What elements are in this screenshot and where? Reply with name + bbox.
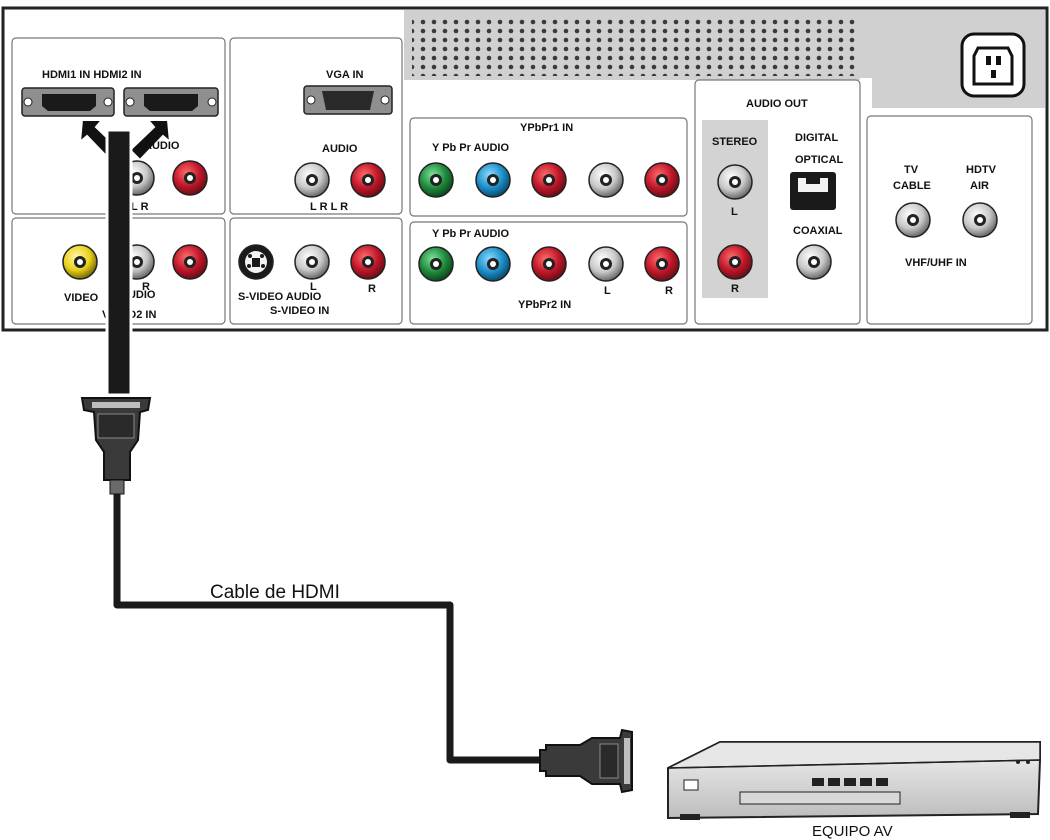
ypbpr2-audio-l-jack-icon xyxy=(588,246,624,282)
svideo-audio-label: S-VIDEO AUDIO xyxy=(238,291,322,303)
audio-r-jack-icon xyxy=(172,160,208,196)
ypbpr2-l-label: L xyxy=(604,285,611,297)
ypbpr2-pr-jack-icon xyxy=(531,246,567,282)
ypbpr1-in-label: YPbPr1 IN xyxy=(520,122,573,134)
svideo-audio-l-jack-icon xyxy=(294,244,330,280)
vga-audio-label: AUDIO xyxy=(322,143,358,155)
audio-top-left-label: AUDIO xyxy=(144,140,180,152)
cable-label: Cable de HDMI xyxy=(210,582,340,603)
svideo-jack-icon xyxy=(238,244,274,280)
optical-label: OPTICAL xyxy=(795,154,844,166)
stereo-r-label: R xyxy=(731,283,739,295)
cable-label: CABLE xyxy=(893,180,931,192)
hdmi-ports-label: HDMI1 IN HDMI2 IN xyxy=(42,69,142,81)
optical-port-icon xyxy=(790,172,836,210)
video2-video-jack-icon xyxy=(62,244,98,280)
ypbpr2-y-jack-icon xyxy=(418,246,454,282)
video2-audio-r-jack-icon xyxy=(172,244,208,280)
hdmi-plug-upper-icon xyxy=(80,397,152,495)
ypbpr1-pb-jack-icon xyxy=(475,162,511,198)
antenna-section xyxy=(866,115,1033,325)
ypbpr1-y-jack-icon xyxy=(418,162,454,198)
svideo-audio-r-jack-icon xyxy=(350,244,386,280)
vga-in-label: VGA IN xyxy=(326,69,364,81)
hdmi1-port-icon xyxy=(21,87,115,117)
vga-audio-l-jack-icon xyxy=(294,162,330,198)
ypbpr1-pr-jack-icon xyxy=(531,162,567,198)
ypbpr1-audio-l-jack-icon xyxy=(588,162,624,198)
svideo-l-label: L xyxy=(310,281,317,293)
stereo-r-jack-icon xyxy=(717,244,753,280)
digital-label: DIGITAL xyxy=(795,132,838,144)
audio-out-label: AUDIO OUT xyxy=(746,98,808,110)
vga-audio-lr-label: L R L R xyxy=(310,201,348,213)
video2-video-label: VIDEO xyxy=(64,292,99,304)
hdmi2-port-icon xyxy=(123,87,219,117)
coaxial-jack-icon xyxy=(796,244,832,280)
av-device xyxy=(667,741,1041,820)
air-label: AIR xyxy=(970,180,989,192)
device-buttons-icon xyxy=(812,778,888,786)
ypbpr2-r-label: R xyxy=(665,285,673,297)
hdmi-plug-lower-icon xyxy=(539,728,633,794)
ypbpr2-pb-jack-icon xyxy=(475,246,511,282)
video2-r-label: R xyxy=(142,281,150,293)
coaxial-label: COAXIAL xyxy=(793,225,843,237)
ypbpr2-in-label: YPbPr2 IN xyxy=(518,299,571,311)
tv-label: TV xyxy=(904,164,919,176)
hdtv-air-jack-icon xyxy=(962,202,998,238)
svideo-r-label: R xyxy=(368,283,376,295)
power-inlet-icon xyxy=(960,32,1026,98)
tv-cable-jack-icon xyxy=(895,202,931,238)
svideo-in-label: S-VIDEO IN xyxy=(270,305,329,317)
device-power-button xyxy=(683,779,699,791)
vga-audio-r-jack-icon xyxy=(350,162,386,198)
arrow-to-hdmi2-icon xyxy=(128,119,172,162)
hdtv-label: HDTV xyxy=(966,164,997,176)
vhf-uhf-in-label: VHF/UHF IN xyxy=(905,257,967,269)
stereo-label: STEREO xyxy=(712,136,758,148)
ypbpr2-sub-label: Y Pb Pr AUDIO xyxy=(432,228,509,240)
vent-grille xyxy=(412,16,860,76)
ypbpr1-sub-label: Y Pb Pr AUDIO xyxy=(432,142,509,154)
stereo-l-label: L xyxy=(731,206,738,218)
audio-top-left-lr-label: L R xyxy=(131,201,149,213)
hdmi-cable xyxy=(105,128,540,766)
tv-back-panel: HDMI1 IN HDMI2 IN AUDIO L R VGA IN AUDIO… xyxy=(1,6,1049,332)
ypbpr1-audio-r-jack-icon xyxy=(644,162,680,198)
vga-port-icon xyxy=(303,85,393,115)
ypbpr2-audio-r-jack-icon xyxy=(644,246,680,282)
stereo-l-jack-icon xyxy=(717,164,753,200)
device-label: EQUIPO AV xyxy=(812,823,893,840)
